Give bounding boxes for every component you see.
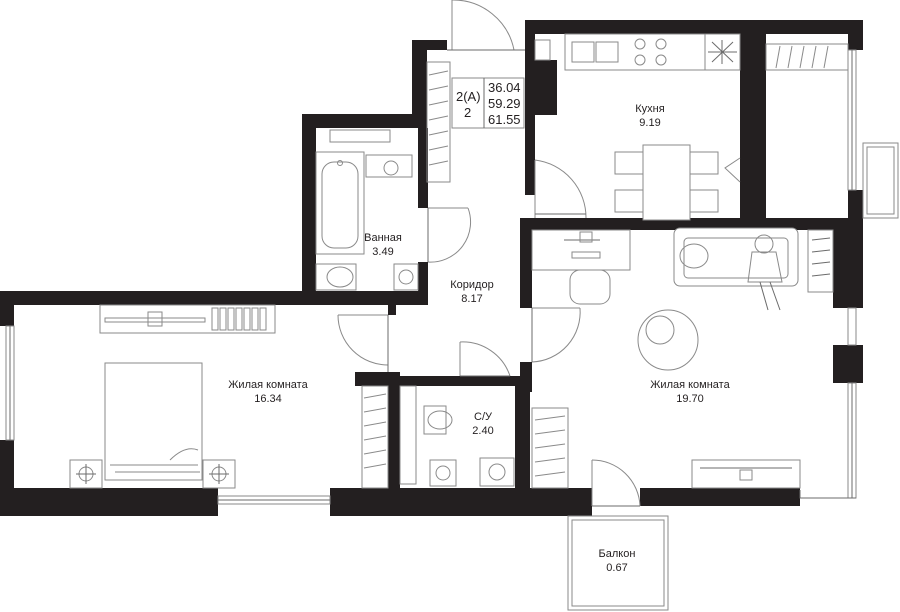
wc-furniture <box>399 385 515 487</box>
living-left-name: Жилая комната <box>228 379 308 391</box>
entrance-closet <box>426 39 551 183</box>
kitchen-furniture <box>564 33 741 221</box>
windows <box>5 49 899 611</box>
bathroom-area: 3.49 <box>372 246 393 258</box>
room-labels: Кухня 9.19 Ванная 3.49 Коридор 8.17 Жила… <box>228 103 730 574</box>
balcony-area: 0.67 <box>606 562 627 574</box>
closet-right-top <box>765 43 849 71</box>
living-left-furniture <box>69 304 389 489</box>
kitchen-area: 9.19 <box>639 117 660 129</box>
living-right-furniture <box>531 227 834 489</box>
wc-name: С/У <box>474 411 493 423</box>
walls <box>0 20 863 516</box>
bathroom-name: Ванная <box>364 232 402 244</box>
wc-area: 2.40 <box>472 425 493 437</box>
bathroom-furniture <box>315 129 419 291</box>
living-left-area: 16.34 <box>254 393 282 405</box>
corridor-area: 8.17 <box>461 293 482 305</box>
balcony-name: Балкон <box>599 548 636 560</box>
living-right-name: Жилая комната <box>650 379 730 391</box>
apartment-type-code: 2(A) <box>456 89 481 104</box>
apartment-info-box: 2(A) 2 36.04 59.29 61.55 <box>451 77 525 129</box>
corridor-name: Коридор <box>450 279 493 291</box>
apartment-area-living: 36.04 <box>488 80 521 95</box>
doors <box>337 0 741 507</box>
apartment-area-total: 59.29 <box>488 96 521 111</box>
kitchen-name: Кухня <box>635 103 664 115</box>
apartment-area-with-balcony: 61.55 <box>488 112 521 127</box>
apartment-rooms-count: 2 <box>464 105 471 120</box>
living-right-area: 19.70 <box>676 393 704 405</box>
